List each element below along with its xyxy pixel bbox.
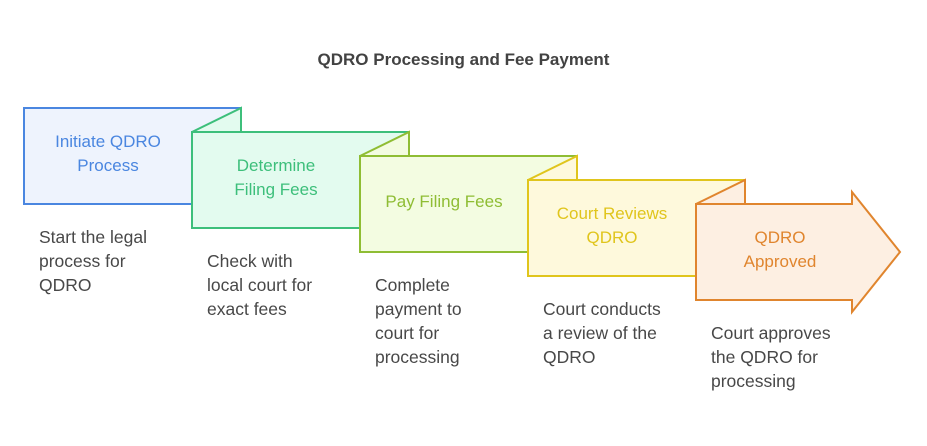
step-description-line: Complete bbox=[375, 275, 450, 295]
step-label-line: Court Reviews bbox=[556, 204, 668, 223]
fold-corner-2 bbox=[191, 106, 242, 133]
step-label-line: Pay Filing Fees bbox=[385, 192, 503, 211]
step-label-line: QDRO bbox=[586, 228, 638, 247]
step-description-3: Complete payment to court for processing bbox=[375, 273, 462, 369]
step-label-line: Initiate QDRO bbox=[55, 132, 161, 151]
step-description-line: the QDRO for bbox=[711, 347, 818, 367]
step-label-1: Initiate QDRO Process bbox=[24, 130, 192, 178]
step-label-line: Filing Fees bbox=[234, 180, 318, 199]
step-shape-5 bbox=[695, 189, 902, 315]
step-description-line: Court approves bbox=[711, 323, 831, 343]
step-label-line: Determine bbox=[236, 156, 316, 175]
step-description-line: QDRO bbox=[39, 275, 92, 295]
step-description-line: QDRO bbox=[543, 347, 596, 367]
diagram-title: QDRO Processing and Fee Payment bbox=[317, 50, 610, 69]
step-label-3: Pay Filing Fees bbox=[360, 190, 528, 214]
step-description-5: Court approves the QDRO for processing bbox=[711, 321, 831, 393]
step-label-line: Process bbox=[77, 156, 139, 175]
fold-corner-5 bbox=[695, 178, 746, 205]
step-label-line: QDRO bbox=[754, 228, 806, 247]
step-label-5: QDRO Approved bbox=[696, 226, 864, 274]
step-description-line: processing bbox=[711, 371, 796, 391]
step-description-line: a review of the bbox=[543, 323, 657, 343]
step-description-line: Start the legal bbox=[39, 227, 147, 247]
step-description-line: Court conducts bbox=[543, 299, 661, 319]
fold-corner-3 bbox=[359, 130, 410, 157]
step-description-line: payment to bbox=[375, 299, 462, 319]
step-label-line: Approved bbox=[743, 252, 817, 271]
step-description-line: process for bbox=[39, 251, 126, 271]
step-description-line: local court for bbox=[207, 275, 313, 295]
step-description-line: processing bbox=[375, 347, 460, 367]
fold-corner-4 bbox=[527, 154, 578, 181]
step-description-line: court for bbox=[375, 323, 440, 343]
step-description-line: Check with bbox=[207, 251, 293, 271]
step-description-line: exact fees bbox=[207, 299, 287, 319]
step-description-2: Check with local court for exact fees bbox=[207, 249, 312, 321]
